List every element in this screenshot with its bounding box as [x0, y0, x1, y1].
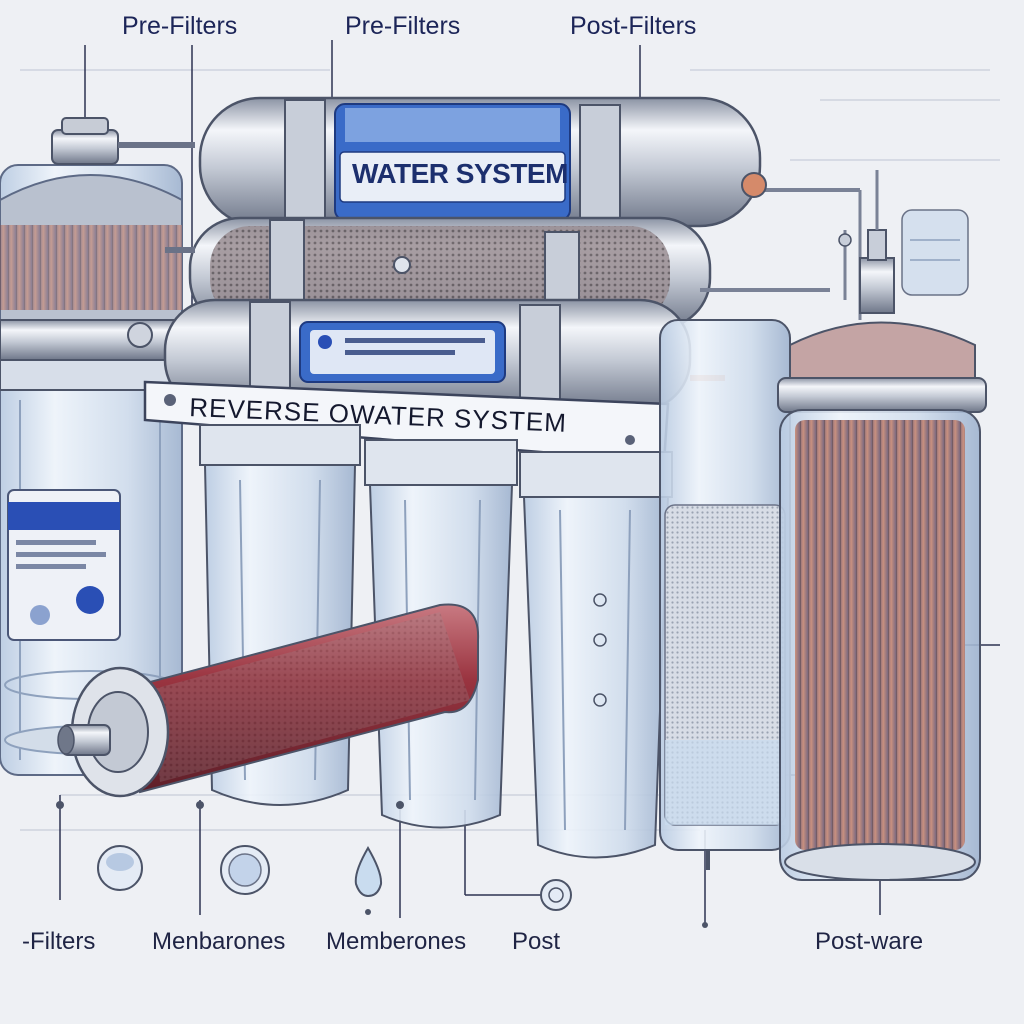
disc-icon: [220, 845, 270, 895]
storage-tank: [0, 117, 195, 776]
label-membrane-1: Menbarones: [152, 928, 286, 955]
lower-steel-tube: [127, 298, 725, 412]
membrane-cartridge: [57, 603, 480, 798]
label-post: Post: [512, 928, 561, 955]
water-system-plaque: WATER SYSTEM: [352, 158, 568, 189]
label-pre-filters-1: Pre-Filters: [122, 12, 238, 40]
housing-3: [519, 451, 673, 859]
pleated-filter-tank: [777, 170, 987, 881]
ring-icon: [540, 879, 572, 911]
label-pre-filters-2: Pre-Filters: [345, 12, 461, 40]
lens-icon: [97, 845, 143, 891]
label-membrane-2: Memberones: [326, 928, 467, 955]
carbon-block-housing: [659, 319, 791, 870]
top-filter-tube: [198, 96, 862, 320]
anchor-dots: [56, 801, 708, 928]
label-filters: -Filters: [22, 928, 96, 955]
water-drop-icon: [354, 846, 383, 915]
label-post-filters: Post-Filters: [570, 12, 697, 40]
label-post-ware: Post-ware: [815, 928, 924, 955]
